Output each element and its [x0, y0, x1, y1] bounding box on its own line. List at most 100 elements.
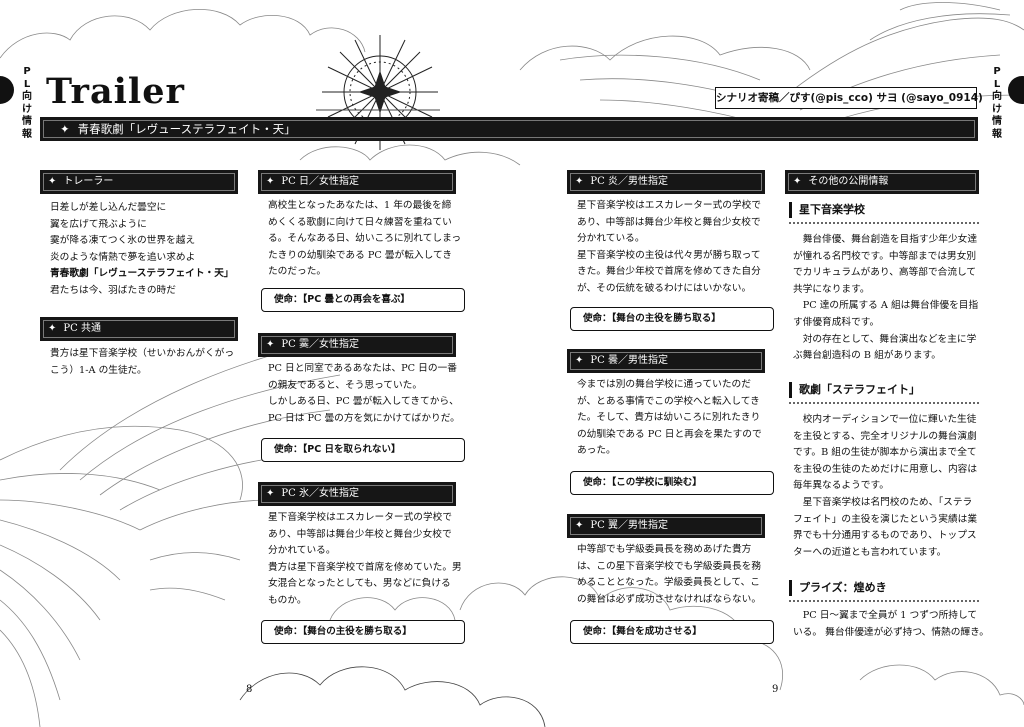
section-header-text: ✦PC 翼／男性指定 — [575, 514, 668, 538]
section-header-text: ✦PC 炎／男性指定 — [575, 170, 668, 194]
side-tab-char: け — [992, 103, 1002, 115]
body-line: 女混合となったとしても、男などに負ける — [268, 578, 451, 590]
trailer-line: 霙が降る凍てつく氷の世界を越え — [50, 235, 196, 247]
side-tab-char: 向 — [22, 91, 32, 102]
section-title: PC 氷／女性指定 — [281, 488, 359, 499]
body-line: 毎年異なるようです。 — [793, 480, 889, 492]
body-line: 星下音楽学校はエスカレーター式の学校で — [577, 200, 762, 211]
body-line: 分かれている。 — [577, 233, 645, 245]
body-line: 舞台俳優、舞台創造を目指す少年少女達 — [802, 234, 978, 245]
mission-box-pc-sun: 使命：【PC 曇との再会を喜ぶ】 — [261, 288, 465, 312]
body-line: あり、中等部は舞台少年校と舞台少女校で — [577, 216, 761, 228]
edge-marker-left — [0, 76, 14, 104]
page-title: Trailer — [46, 71, 185, 112]
trailer-line: 日差しが差し込んだ曇空に — [50, 202, 167, 213]
side-tab-char: L — [23, 78, 31, 90]
trailer-line: 君たちは今、羽ばたきの時だ — [50, 284, 176, 296]
section-header-public-info: ✦その他の公開情報 — [785, 170, 979, 194]
pc-wing-text: 中等部でも学級委員長を務めあげた貴方 は、この星下音楽学校でも学級委員長を務 め… — [577, 542, 761, 608]
subheading-rule — [789, 222, 979, 224]
sparkle-icon: ✦ — [48, 323, 57, 334]
body-line: は、この星下音楽学校でも学級委員長を務 — [577, 560, 762, 572]
prize-text: PC 日〜翼まで全員が 1 つずつ所持して いる。 舞台俳優達が必ず持つ、情熱の… — [793, 608, 989, 641]
body-line: しかしある日、PC 曇が転入してきてから、 — [268, 396, 459, 408]
trailer-line: 炎のような情熱で夢を追い求めよ — [50, 251, 196, 263]
section-header-text: ✦トレーラー — [48, 170, 113, 194]
mission-box-pc-ice: 使命：【舞台の主役を勝ち取る】 — [261, 620, 465, 644]
edge-marker-right — [1008, 76, 1024, 104]
section-title: PC 曇／男性指定 — [590, 355, 668, 366]
section-title: PC 共通 — [63, 323, 101, 334]
body-line: でカリキュラムがあり、高等部で合流して — [793, 267, 977, 279]
section-title: PC 霙／女性指定 — [281, 339, 359, 350]
side-tab-char: L — [993, 78, 1001, 90]
body-line: フェイト」の主役を演じたという実績は業 — [793, 513, 978, 525]
title-banner: ✦青春歌劇「レヴューステラフェイト・天」 — [40, 117, 978, 141]
trailer-text: 日差しが差し込んだ曇空に 翼を広げて飛ぶように 霙が降る凍てつく氷の世界を越え … — [50, 200, 234, 300]
section-header-text: ✦ PC 霙／女性指定 — [266, 333, 359, 357]
mission-box-pc-flame: 使命：【舞台の主役を勝ち取る】 — [570, 307, 774, 331]
section-header-text: ✦その他の公開情報 — [793, 170, 888, 194]
pc-common-text: 貴方は星下音楽学校（せいかおんがくがっ こう）1-A の生徒だ。 — [50, 346, 234, 379]
body-line: た。そして、貴方は幼いころに別れたきり — [577, 412, 761, 424]
section-title: PC 日／女性指定 — [281, 176, 359, 187]
side-tab-char: 情 — [992, 116, 1002, 127]
section-header-text: ✦ PC 日／女性指定 — [266, 170, 359, 194]
body-line: こう）1-A の生徒だ。 — [50, 364, 147, 376]
body-line: あった。 — [577, 445, 616, 457]
banner-label: 青春歌劇「レヴューステラフェイト・天」 — [77, 122, 296, 136]
body-line: PC 日は PC 曇の方を気にかけてばかりだ。 — [268, 412, 460, 424]
pc-flame-text: 星下音楽学校はエスカレーター式の学校で あり、中等部は舞台少年校と舞台少女校で … — [577, 198, 761, 298]
banner-text: ✦青春歌劇「レヴューステラフェイト・天」 — [60, 117, 296, 141]
subheading-prize: プライズ：煌めき — [789, 580, 887, 596]
body-line: が、とある事情でこの学校へと転入してき — [577, 395, 760, 407]
sparkle-icon: ✦ — [266, 176, 275, 187]
mission-box-pc-cloud: 使命：【この学校に馴染む】 — [570, 471, 774, 495]
trailer-line: 翼を広げて飛ぶように — [50, 218, 147, 230]
side-tab-char: 報 — [992, 128, 1002, 140]
section-header-trailer: ✦トレーラー — [40, 170, 238, 194]
subheading-school: 星下音楽学校 — [789, 202, 865, 218]
body-line: いる。 舞台俳優達が必ず持つ、情熱の輝き。 — [793, 626, 989, 638]
body-line: めることとなった。学級委員長として、こ — [577, 577, 760, 589]
body-line: す俳優育成科です。 — [793, 316, 880, 328]
body-line: 貴方は星下音楽学校（せいかおんがくがっ — [50, 348, 235, 359]
mission-box-pc-sleet: 使命：【PC 日を取られない】 — [261, 438, 465, 462]
sparkle-icon: ✦ — [575, 355, 584, 366]
body-line: る。そんなある日、幼いころに別れてしまっ — [268, 233, 462, 245]
body-line: が、その伝統を破るわけにはいかない。 — [577, 282, 752, 294]
side-tab-char: 情 — [22, 116, 32, 127]
pc-sun-text: 高校生となったあなたは、1 年の最後を締 めくくる歌劇に向けて日々練習を重ねてい… — [268, 198, 461, 281]
body-line: を主役とする、完全オリジナルの舞台演劇 — [793, 430, 977, 442]
stellafate-text: 校内オーディションで一位に輝いた生徒 を主役とする、完全オリジナルの舞台演劇 で… — [793, 412, 977, 561]
body-line: 共学になります。 — [793, 283, 870, 295]
sparkle-icon: ✦ — [793, 176, 802, 187]
body-line: ぶ舞台創造科の B 組があります。 — [793, 350, 941, 362]
subheading-stellafate: 歌劇「ステラフェイト」 — [789, 382, 920, 398]
body-line: PC 達の所属する A 組は舞台俳優を目指 — [802, 300, 979, 312]
body-line: ものか。 — [268, 594, 307, 606]
sparkle-icon: ✦ — [575, 520, 584, 531]
sparkle-icon: ✦ — [266, 488, 275, 499]
side-tab-right: P L 向 け 情 報 — [988, 66, 1006, 141]
body-line: 星下音楽学校の主役は代々男が勝ち取って — [577, 249, 761, 261]
school-text: 舞台俳優、舞台創造を目指す少年少女達 が憧れる名門校です。中等部までは男女別 で… — [793, 232, 978, 365]
section-header-text: ✦ PC 曇／男性指定 — [575, 349, 668, 373]
cloud-top-left — [0, 8, 366, 59]
sparkle-icon: ✦ — [266, 339, 275, 350]
body-line: 対の存在として、舞台演出などを主に学 — [802, 333, 977, 345]
section-header-pc-wing: ✦PC 翼／男性指定 — [567, 514, 765, 538]
body-line: あり、中等部は舞台少年校と舞台少女校で — [268, 528, 452, 540]
section-header-text: ✦ PC 氷／女性指定 — [266, 482, 359, 506]
body-line: の舞台は必ず成功させなければならない。 — [577, 593, 762, 605]
body-line: の親友であると、そう思っていた。 — [268, 379, 423, 391]
body-line: めくくる歌劇に向けて日々練習を重ねてい — [268, 216, 452, 228]
body-line: が憧れる名門校です。中等部までは男女別 — [793, 250, 977, 262]
subheading-rule — [789, 402, 979, 404]
body-line: です。B 組の生徒が脚本から演出まで全て — [793, 447, 977, 459]
wing-lower-left — [0, 339, 341, 727]
body-line: たきりの幼馴染である PC 曇が転入してき — [268, 249, 453, 261]
banner-frame — [43, 120, 975, 138]
body-line: 高校生となったあなたは、1 年の最後を締 — [268, 200, 452, 211]
